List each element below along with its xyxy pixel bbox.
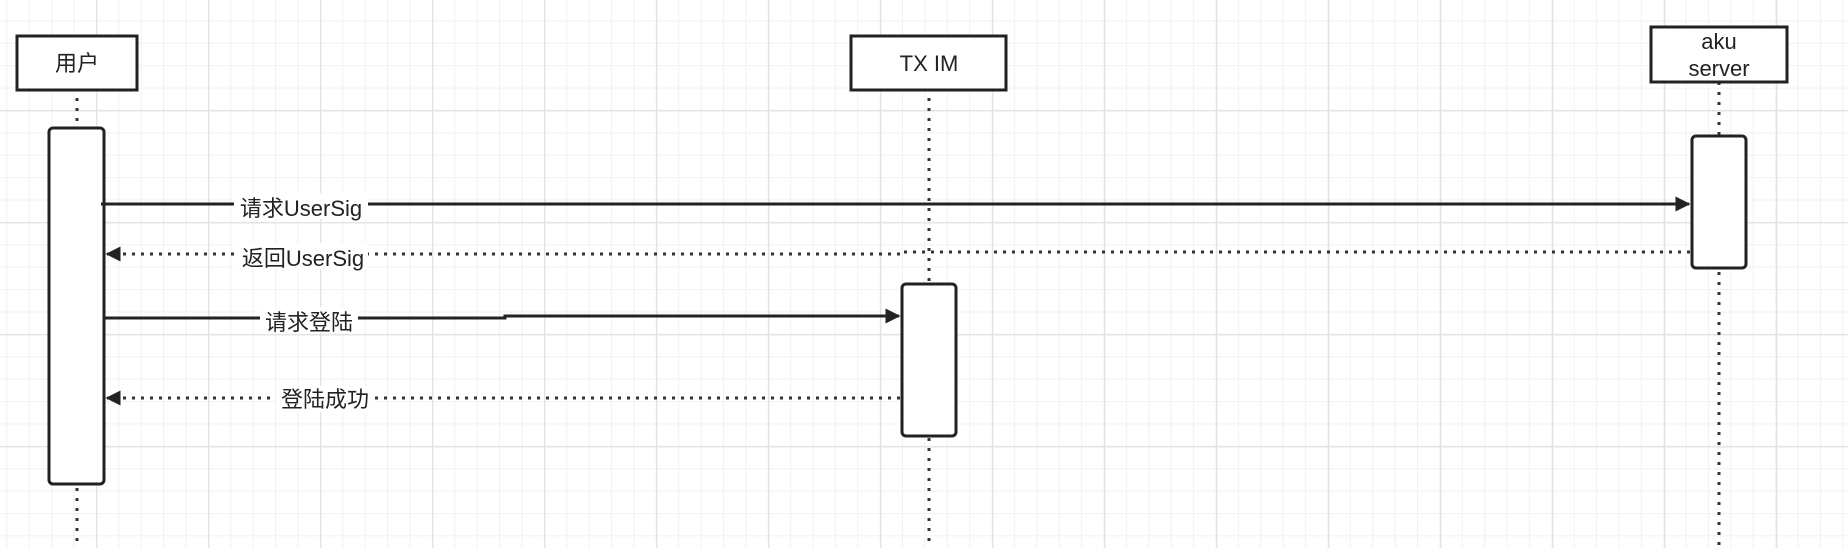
message-return-usersig-label: 返回UserSig	[242, 246, 364, 271]
activation-txim	[900, 282, 958, 438]
message-login-success-label: 登陆成功	[281, 387, 369, 412]
activation-server	[1690, 134, 1748, 270]
participant-server-label-line2: server	[1688, 56, 1749, 81]
message-login-success[interactable]: 登陆成功	[105, 386, 900, 412]
message-request-usersig-label: 请求UserSig	[240, 196, 362, 221]
participant-txim-label: TX IM	[900, 51, 959, 76]
message-return-usersig[interactable]: 返回UserSig	[105, 243, 1690, 271]
message-request-login[interactable]: 请求登陆	[104, 307, 901, 335]
participant-user-label: 用户	[55, 51, 99, 76]
activation-user	[47, 126, 106, 486]
participant-server[interactable]: aku server	[1649, 25, 1789, 84]
participant-server-label-line1: aku	[1701, 29, 1736, 54]
message-request-login-label: 请求登陆	[265, 310, 353, 335]
message-request-usersig[interactable]: 请求UserSig	[101, 193, 1691, 221]
participant-txim[interactable]: TX IM	[849, 34, 1008, 92]
participant-user[interactable]: 用户	[15, 34, 139, 92]
